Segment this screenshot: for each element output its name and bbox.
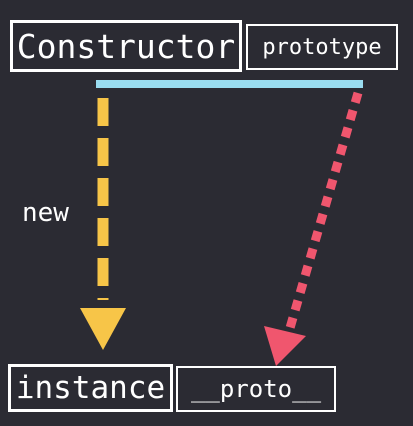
instance-box: instance <box>8 364 173 412</box>
new-arrow-head <box>80 308 126 350</box>
new-label: new <box>22 198 69 228</box>
prototype-box: prototype <box>246 24 398 70</box>
proto-arrow-shaft <box>285 91 363 330</box>
proto-arrow-head <box>264 326 306 366</box>
constructor-box: Constructor <box>10 20 242 72</box>
connector-bar <box>96 80 363 88</box>
proto-box: __proto__ <box>176 366 336 412</box>
